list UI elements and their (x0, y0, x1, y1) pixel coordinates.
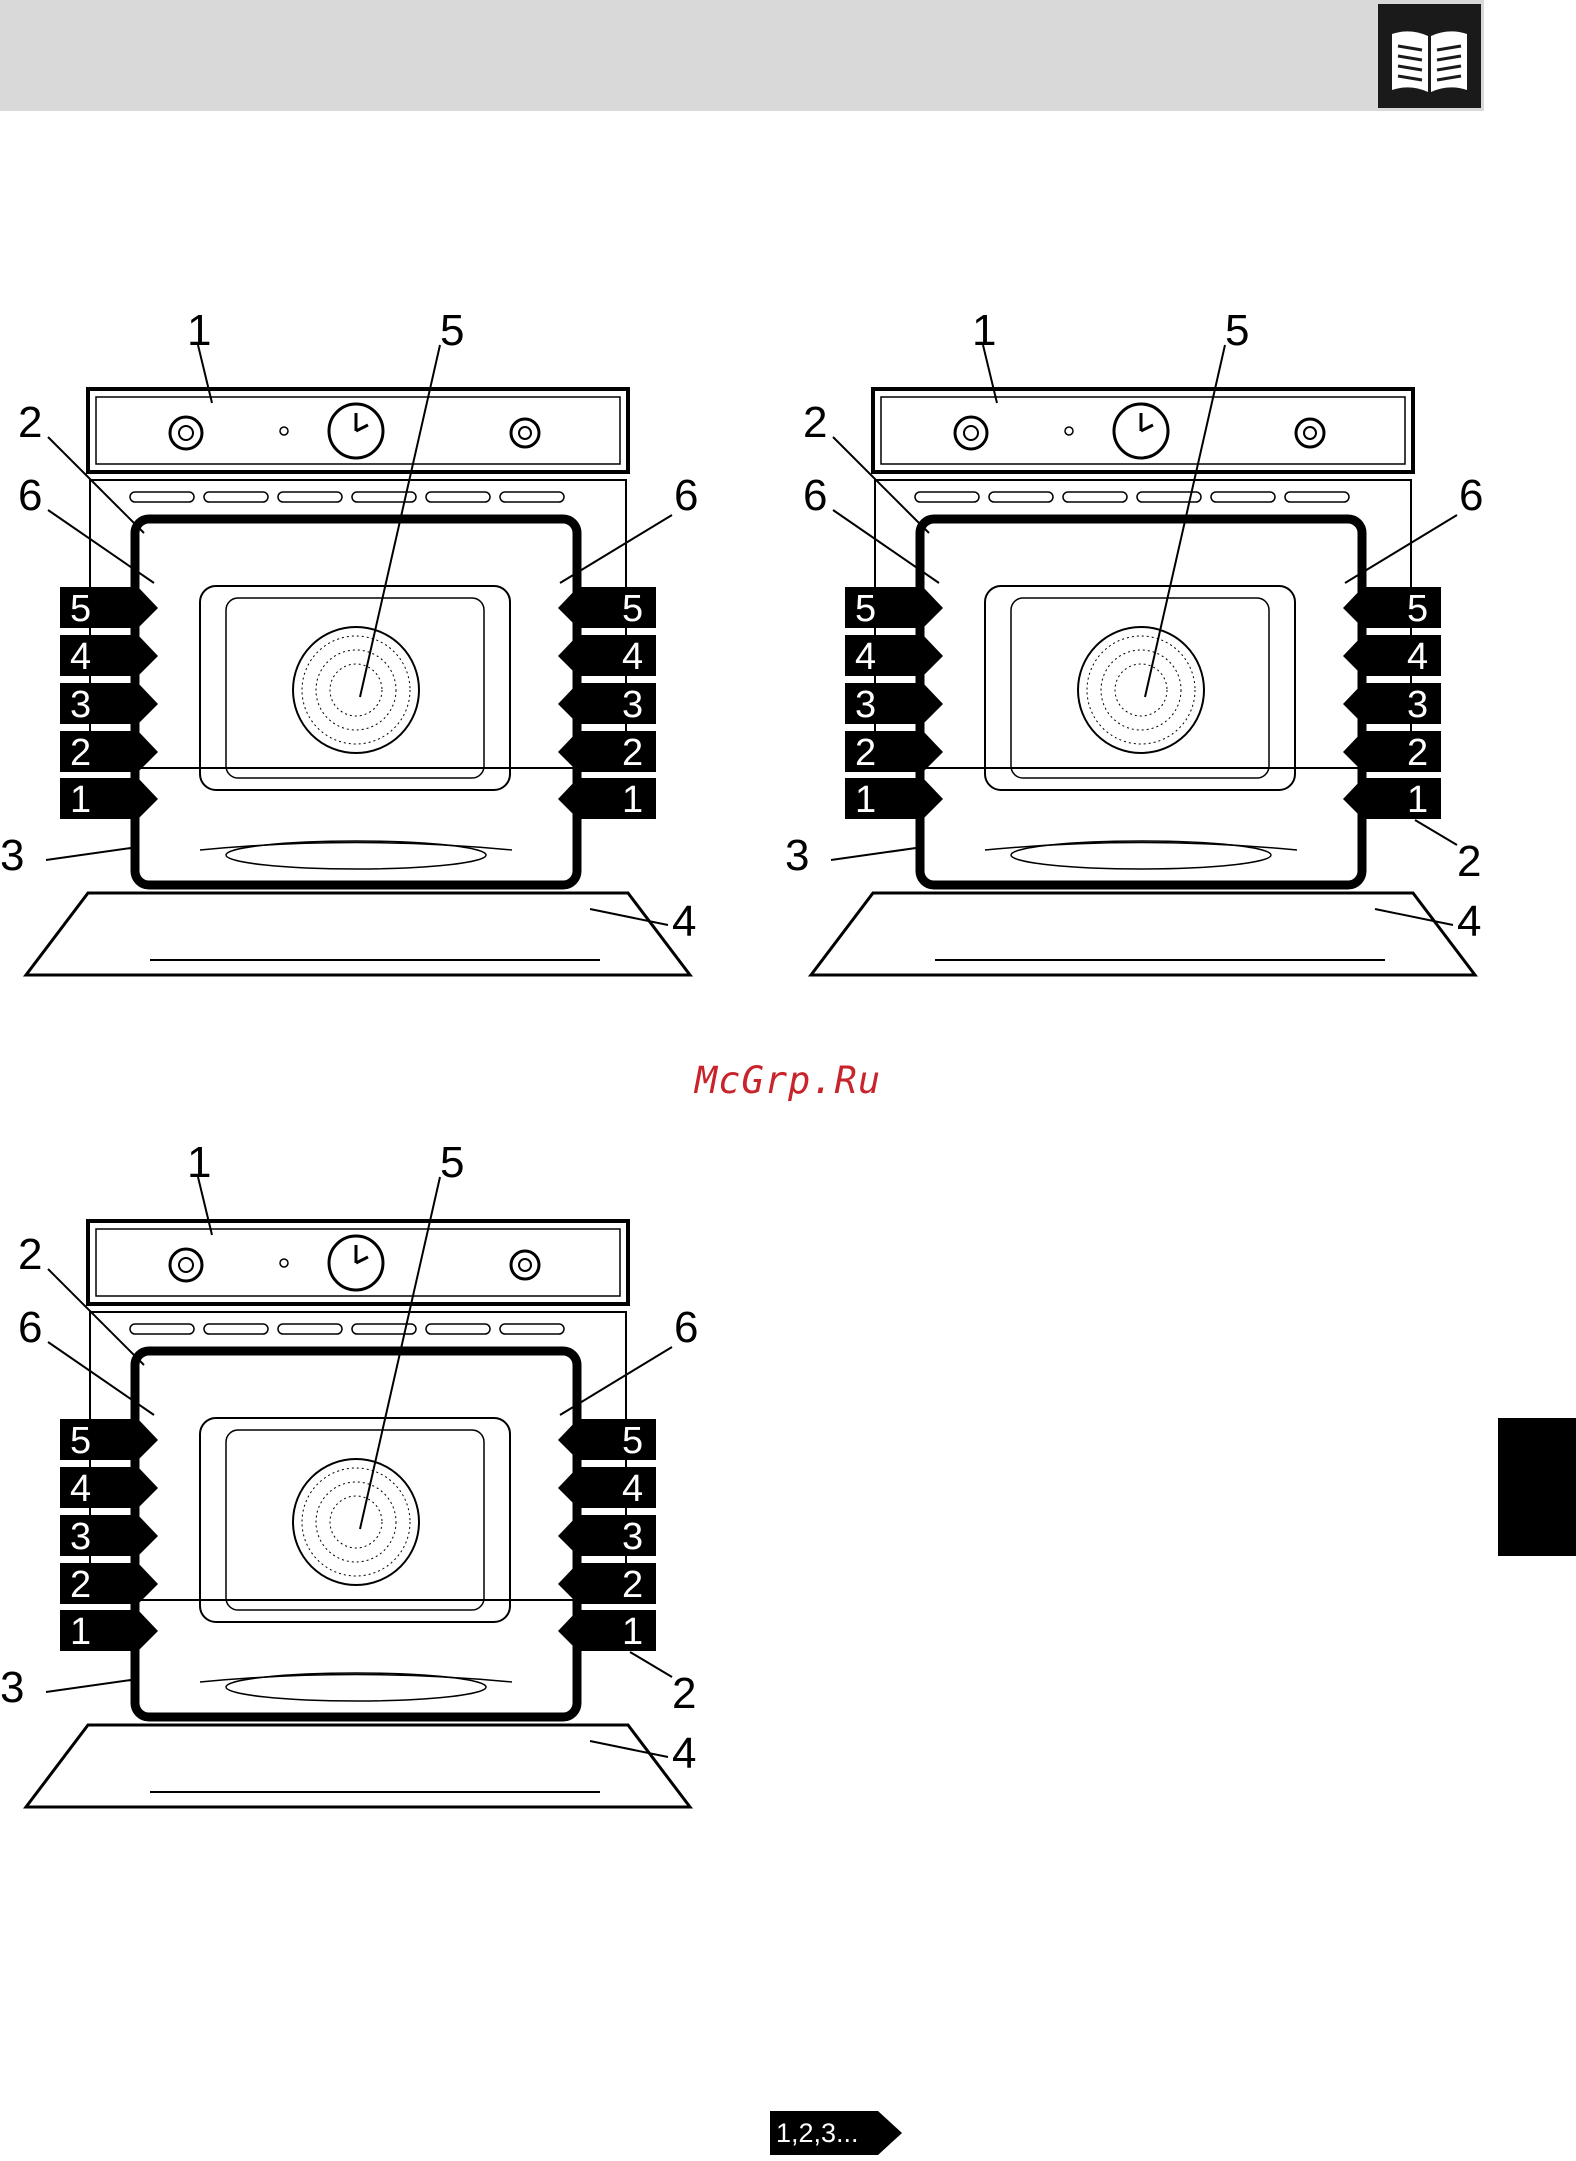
level-tag-right-1: 1 (1407, 779, 1428, 821)
side-tab (1498, 1418, 1576, 1556)
watermark: McGrp.Ru (0, 1059, 1576, 1102)
callout-door: 4 (672, 897, 696, 946)
callout-door: 4 (1457, 897, 1481, 946)
callout-fan-cover: 5 (1225, 315, 1249, 355)
level-tag-left-1: 1 (70, 1611, 91, 1653)
level-tag-left-1: 1 (70, 779, 91, 821)
callout-oven-cavity: 3 (785, 831, 809, 880)
header-bar (0, 0, 1484, 111)
level-tag-left-1: 1 (855, 779, 876, 821)
callout-door-seal: 2 (803, 398, 827, 447)
open-book-icon (1378, 4, 1481, 108)
level-tag-right-2: 2 (622, 732, 643, 774)
level-tag-left-2: 2 (70, 732, 91, 774)
callout-oven-cavity: 3 (0, 831, 24, 880)
level-tag-right-3: 3 (622, 684, 643, 726)
level-tag-left-5: 5 (70, 588, 91, 630)
level-tag-right-3: 3 (1407, 684, 1428, 726)
level-tag-left-4: 4 (70, 1468, 91, 1510)
callout-door-seal-right: 2 (672, 1669, 696, 1718)
oven-diagram-2: 1 5 2 6 6 3 2 4 5 4 3 2 1 5 4 3 2 1 (785, 315, 1505, 1000)
level-tag-left-3: 3 (855, 684, 876, 726)
oven-diagram-1: 1 5 2 6 6 3 4 5 4 3 2 1 5 4 3 2 1 (0, 315, 720, 1000)
level-tag-left-2: 2 (70, 1564, 91, 1606)
callout-rack-guides-right: 6 (1459, 471, 1483, 520)
callout-control-panel: 1 (187, 315, 211, 355)
level-tag-left-2: 2 (855, 732, 876, 774)
level-tag-right-1: 1 (622, 779, 643, 821)
level-tag-right-4: 4 (1407, 636, 1428, 678)
callout-door-seal: 2 (18, 1230, 42, 1279)
level-tag-right-4: 4 (622, 1468, 643, 1510)
callout-door-seal-right: 2 (1457, 837, 1481, 886)
callout-control-panel: 1 (187, 1147, 211, 1187)
callout-rack-guides-right: 6 (674, 1303, 698, 1352)
level-tag-left-4: 4 (855, 636, 876, 678)
callout-rack-guides-left: 6 (18, 1303, 42, 1352)
level-tag-left-3: 3 (70, 1516, 91, 1558)
next-page-label: 1,2,3... (776, 2114, 859, 2152)
level-tag-right-4: 4 (622, 636, 643, 678)
level-tag-right-1: 1 (622, 1611, 643, 1653)
level-tag-left-4: 4 (70, 636, 91, 678)
level-tag-left-5: 5 (855, 588, 876, 630)
callout-fan-cover: 5 (440, 315, 464, 355)
level-tag-left-5: 5 (70, 1420, 91, 1462)
callout-rack-guides-left: 6 (803, 471, 827, 520)
callout-oven-cavity: 3 (0, 1663, 24, 1712)
level-tag-right-2: 2 (622, 1564, 643, 1606)
level-tag-right-2: 2 (1407, 732, 1428, 774)
oven-diagram-3: 1 5 2 6 6 3 2 4 5 4 3 2 1 5 4 3 2 1 (0, 1147, 720, 1832)
callout-door: 4 (672, 1729, 696, 1778)
callout-rack-guides-right: 6 (674, 471, 698, 520)
level-tag-right-5: 5 (622, 588, 643, 630)
callout-door-seal: 2 (18, 398, 42, 447)
level-tag-left-3: 3 (70, 684, 91, 726)
callout-control-panel: 1 (972, 315, 996, 355)
level-tag-right-5: 5 (1407, 588, 1428, 630)
callout-rack-guides-left: 6 (18, 471, 42, 520)
callout-fan-cover: 5 (440, 1147, 464, 1187)
level-tag-right-5: 5 (622, 1420, 643, 1462)
level-tag-right-3: 3 (622, 1516, 643, 1558)
